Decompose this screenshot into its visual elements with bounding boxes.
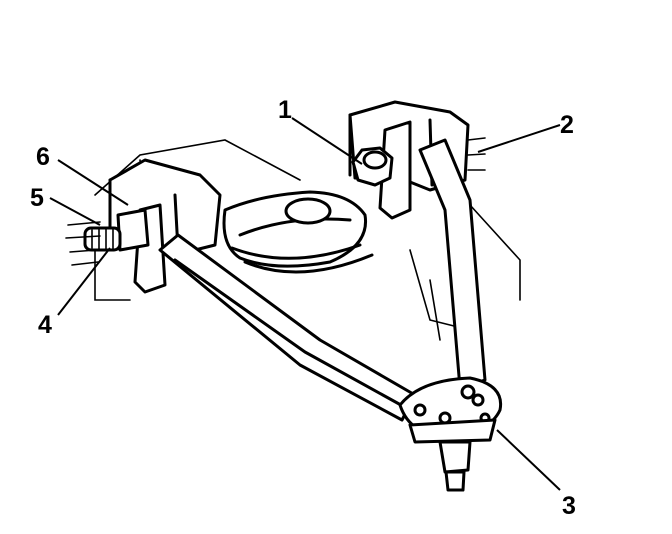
- shims: [65, 221, 101, 266]
- leader-3: [496, 429, 561, 491]
- spring-seat: [222, 190, 374, 274]
- leader-5: [49, 197, 101, 226]
- callout-labels: 1 2 3 4 5 6: [30, 96, 576, 520]
- leader-1: [291, 117, 363, 165]
- callout-6: 6: [36, 143, 50, 171]
- callout-2: 2: [560, 111, 574, 139]
- upper-control-arm: [158, 138, 487, 422]
- leader-4: [57, 247, 111, 316]
- ball-joint: [398, 376, 503, 492]
- callout-3: 3: [562, 492, 576, 520]
- pivot-bolt: [83, 208, 150, 252]
- leader-6: [57, 159, 129, 206]
- callout-1: 1: [278, 96, 292, 124]
- pivot-nut: [351, 146, 394, 187]
- leader-lines: [49, 117, 561, 491]
- callout-5: 5: [30, 184, 44, 212]
- callout-4: 4: [38, 311, 52, 339]
- leader-2: [477, 124, 561, 153]
